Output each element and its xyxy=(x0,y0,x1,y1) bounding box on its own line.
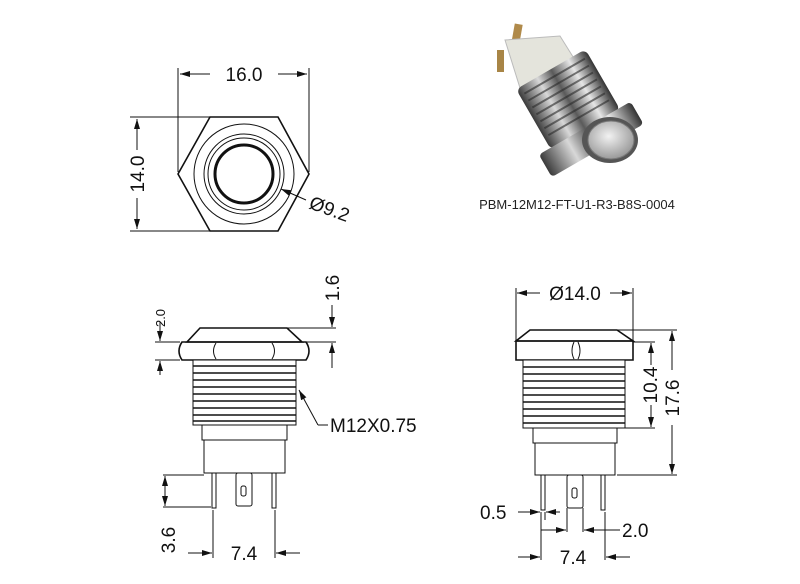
insulator-step xyxy=(201,424,288,441)
diameter-dim: Ø14.0 xyxy=(549,284,601,305)
pin-right xyxy=(271,472,277,509)
ring-diameter-dim: Ø9.2 xyxy=(306,193,352,227)
button-circle xyxy=(213,143,275,205)
pin-spacing-dim-right: 7.4 xyxy=(560,548,587,569)
side-view-left: 2.0 1.6 M12X0.75 3.6 7.4 xyxy=(153,275,417,565)
total-height-dim: 17.6 xyxy=(663,380,684,417)
side-view-right: Ø14.0 10.4 17.6 0.5 2.0 7.4 xyxy=(480,284,684,569)
cap-outline-right xyxy=(513,329,636,342)
top-view: 16.0 14.0 Ø9.2 xyxy=(128,65,352,232)
center-tab-right xyxy=(566,474,584,509)
cap-outline xyxy=(185,327,305,343)
pin-left xyxy=(211,472,217,509)
thread-right xyxy=(522,359,626,429)
thread-length-dim: 10.4 xyxy=(641,366,662,403)
ring-outer-circle xyxy=(203,133,285,215)
thread-label: M12X0.75 xyxy=(330,416,417,437)
center-tab xyxy=(235,472,253,507)
thread xyxy=(192,359,297,426)
pin-length-dim: 3.6 xyxy=(159,527,180,553)
hex-nut-side xyxy=(178,341,310,361)
pin-right-right xyxy=(600,474,606,511)
pin-width-dim: 0.5 xyxy=(480,503,506,524)
cap-height-dim: 2.0 xyxy=(153,309,168,327)
pin-left-right xyxy=(540,474,546,511)
top-height-dim: 14.0 xyxy=(128,156,149,193)
head-height-dim: 1.6 xyxy=(323,275,344,301)
base-body-right xyxy=(534,442,616,476)
pin-spacing-dim-left: 7.4 xyxy=(231,544,258,565)
ring-inner-circle xyxy=(207,137,281,211)
insulator-step-right xyxy=(532,427,618,444)
base-body xyxy=(203,439,286,474)
product-code-label: PBM-12M12-FT-U1-R3-B8S-0004 xyxy=(479,197,675,212)
product-photo: PBM-12M12-FT-U1-R3-B8S-0004 xyxy=(479,23,675,212)
bezel-circle xyxy=(193,123,295,225)
top-width-dim: 16.0 xyxy=(226,65,263,86)
tab-gap-dim: 2.0 xyxy=(622,521,648,542)
hex-nut-side-right xyxy=(515,340,634,361)
